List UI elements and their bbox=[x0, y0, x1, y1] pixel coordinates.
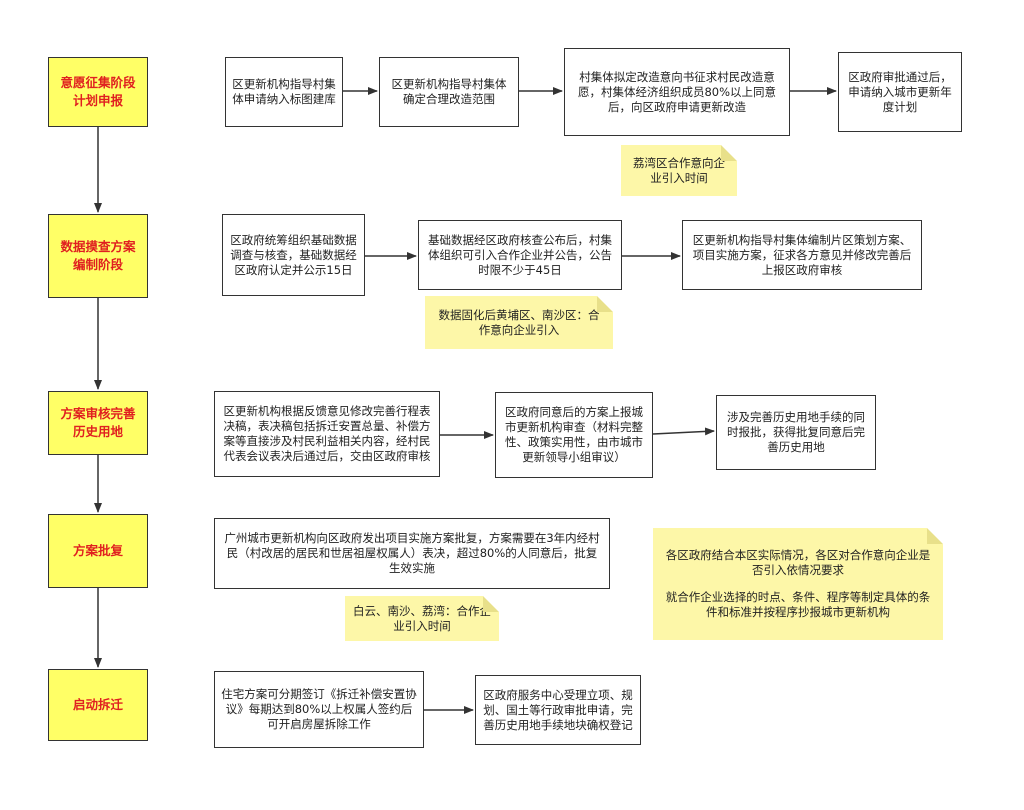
note-fold-corner bbox=[483, 596, 499, 612]
r2-step-2: 基础数据经区政府核查公布后，村集体组织可引入合作企业并公告，公告时限不少于45日 bbox=[418, 220, 622, 290]
note-fold-corner bbox=[721, 145, 737, 161]
r2-note-text: 数据固化后黄埔区、南沙区：合作意向企业引入 bbox=[438, 307, 600, 337]
r1-note-text: 荔湾区合作意向企业引入时间 bbox=[633, 155, 725, 185]
r1-step-3: 村集体拟定改造意向书征求村民改造意愿，村集体经济组织成员80%以上同意后，向区政… bbox=[564, 48, 790, 136]
r3-step-3: 涉及完善历史用地手续的同时报批，获得批复同意后完善历史用地 bbox=[716, 395, 876, 470]
side-note-para-2: 就合作企业选择的时点、条件、程序等制定具体的条件和标准并按程序抄报城市更新机构 bbox=[665, 590, 931, 619]
r4-note-text: 白云、南沙、荔湾：合作企业引入时间 bbox=[353, 603, 491, 633]
r2-step-1: 区政府统筹组织基础数据调查与核查，基础数据经区政府认定并公示15日 bbox=[222, 214, 365, 296]
note-fold-corner bbox=[927, 528, 943, 544]
r2-note: 数据固化后黄埔区、南沙区：合作意向企业引入 bbox=[425, 296, 613, 349]
stage-3-box: 方案审核完善 历史用地 bbox=[48, 391, 148, 455]
side-note-para-1: 各区政府结合本区实际情况，各区对合作意向企业是否引入依情况要求 bbox=[665, 548, 931, 577]
side-note: 各区政府结合本区实际情况，各区对合作意向企业是否引入依情况要求 就合作企业选择的… bbox=[653, 528, 943, 640]
note-fold-corner bbox=[597, 296, 613, 312]
r4-note: 白云、南沙、荔湾：合作企业引入时间 bbox=[345, 596, 499, 641]
r3-step-1: 区更新机构根据反馈意见修改完善行程表决稿，表决稿包括拆迁安置总量、补偿方案等直接… bbox=[214, 391, 440, 477]
r1-step-1: 区更新机构指导村集体申请纳入标图建库 bbox=[225, 57, 343, 127]
r5-step-2: 区政府服务中心受理立项、规划、国土等行政审批申请，完善历史用地手续地块确权登记 bbox=[475, 675, 641, 745]
r5-step-1: 住宅方案可分期签订《拆迁补偿安置协议》每期达到80%以上权属人签约后可开启房屋拆… bbox=[214, 671, 424, 748]
r2-step-3: 区更新机构指导村集体编制片区策划方案、项目实施方案，征求各方意见并修改完善后上报… bbox=[682, 220, 922, 290]
r1-note: 荔湾区合作意向企业引入时间 bbox=[621, 145, 737, 196]
r1-step-2: 区更新机构指导村集体确定合理改造范围 bbox=[379, 57, 519, 127]
stage-4-box: 方案批复 bbox=[48, 514, 148, 588]
stage-1-box: 意愿征集阶段 计划申报 bbox=[48, 57, 148, 127]
r1-step-4: 区政府审批通过后，申请纳入城市更新年度计划 bbox=[838, 52, 962, 132]
stage-5-box: 启动拆迁 bbox=[48, 669, 148, 741]
r4-step-1: 广州城市更新机构向区政府发出项目实施方案批复，方案需要在3年内经村民（村改居的居… bbox=[214, 518, 610, 589]
arrow-r3-2-3 bbox=[652, 427, 715, 436]
r3-step-2: 区政府同意后的方案上报城市更新机构审查（材料完整性、政策实用性，由市城市更新领导… bbox=[495, 392, 653, 478]
stage-2-box: 数据摸查方案 编制阶段 bbox=[48, 214, 148, 298]
